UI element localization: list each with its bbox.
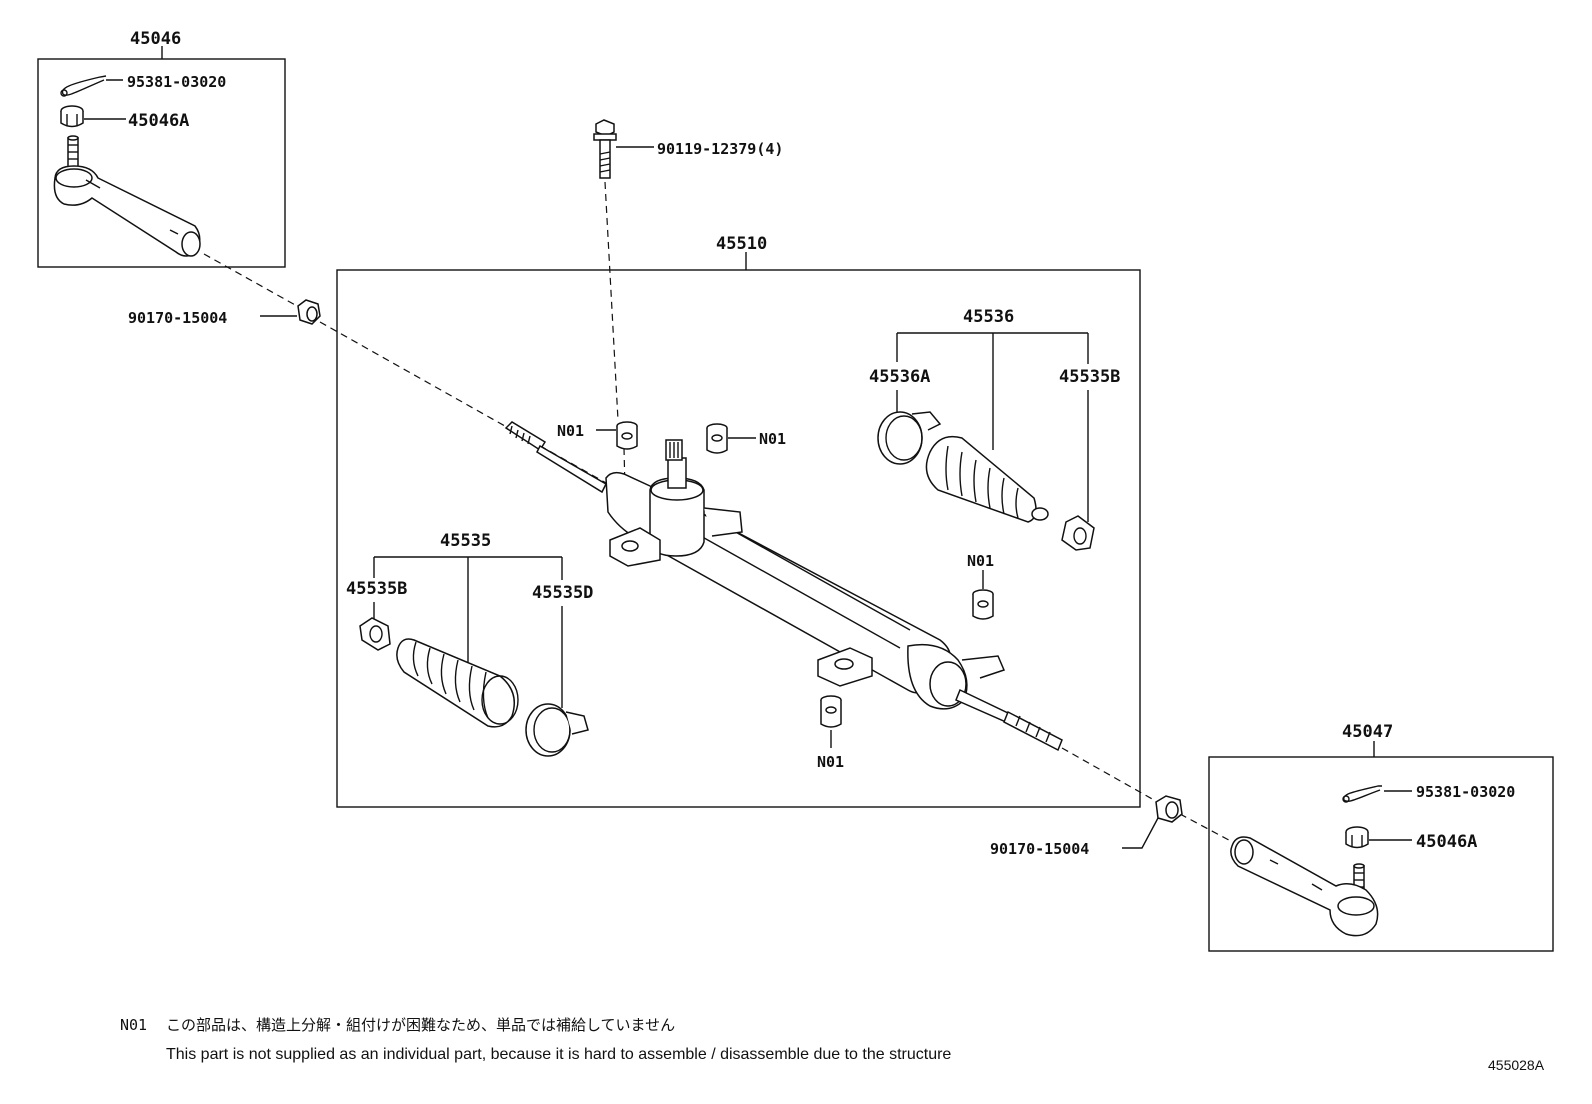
nut-90170-right-icon[interactable] <box>1155 795 1183 823</box>
note-japanese: この部品は、構造上分解・組付けが困難なため、単品では補給していません <box>166 1016 676 1034</box>
label-45536[interactable]: 45536 <box>963 307 1014 327</box>
bushing-n01-c-icon[interactable] <box>972 589 994 620</box>
label-45536A[interactable]: 45536A <box>869 367 930 387</box>
clip-right-icon[interactable] <box>1061 515 1095 551</box>
tie-rod-end-right-box <box>1208 756 1554 952</box>
label-90170-15004-left[interactable]: 90170-15004 <box>128 309 227 327</box>
label-45046A-left[interactable]: 45046A <box>128 111 189 131</box>
label-n01-b[interactable]: N01 <box>759 430 786 448</box>
label-90170-15004-right[interactable]: 90170-15004 <box>990 840 1089 858</box>
label-95381-03020-right[interactable]: 95381-03020 <box>1416 783 1515 801</box>
bolt-icon[interactable] <box>593 119 617 179</box>
label-45535[interactable]: 45535 <box>440 531 491 551</box>
castle-nut-left-icon[interactable] <box>60 105 84 128</box>
steering-rack-icon[interactable] <box>504 421 1063 752</box>
boot-right-icon[interactable] <box>925 435 1049 523</box>
tie-rod-end-right-group: 45047 95381-03020 45046A <box>1208 722 1554 952</box>
label-45046[interactable]: 45046 <box>130 29 181 49</box>
bushing-n01-d-icon[interactable] <box>820 695 842 728</box>
cotter-pin-right-icon[interactable] <box>1342 785 1382 803</box>
label-n01-d[interactable]: N01 <box>817 753 844 771</box>
label-95381-03020-left[interactable]: 95381-03020 <box>127 73 226 91</box>
label-45510[interactable]: 45510 <box>716 234 767 254</box>
tie-rod-end-left-icon[interactable] <box>53 135 201 257</box>
label-45535B-right[interactable]: 45535B <box>1059 367 1120 387</box>
label-n01-c[interactable]: N01 <box>967 552 994 570</box>
note-code: N01 <box>120 1016 148 1034</box>
label-45047[interactable]: 45047 <box>1342 722 1393 742</box>
tie-rod-end-left-group: 45046 95381-03020 45046A <box>37 29 286 268</box>
clamp-left-icon[interactable] <box>525 703 589 757</box>
tie-rod-end-right-icon[interactable] <box>1230 836 1379 937</box>
label-90119-12379[interactable]: 90119-12379(4) <box>657 140 783 158</box>
cotter-pin-left-icon[interactable] <box>60 75 107 97</box>
bushing-n01-b-icon[interactable] <box>706 423 728 454</box>
bushing-n01-a-icon[interactable] <box>616 421 638 450</box>
clip-left-icon[interactable] <box>359 617 391 651</box>
nut-90170-left-icon[interactable] <box>297 299 321 325</box>
note-english: This part is not supplied as an individu… <box>166 1046 952 1063</box>
label-45535D[interactable]: 45535D <box>532 583 593 603</box>
label-n01-a[interactable]: N01 <box>557 422 584 440</box>
gear-assy-box <box>336 269 1141 808</box>
castle-nut-right-icon[interactable] <box>1345 826 1369 849</box>
boot-left-icon[interactable] <box>396 638 519 728</box>
clamp-right-big-icon[interactable] <box>877 411 942 465</box>
figure-id: 455028A <box>1488 1057 1545 1073</box>
label-45535B-left[interactable]: 45535B <box>346 579 407 599</box>
label-45046A-right[interactable]: 45046A <box>1416 832 1477 852</box>
